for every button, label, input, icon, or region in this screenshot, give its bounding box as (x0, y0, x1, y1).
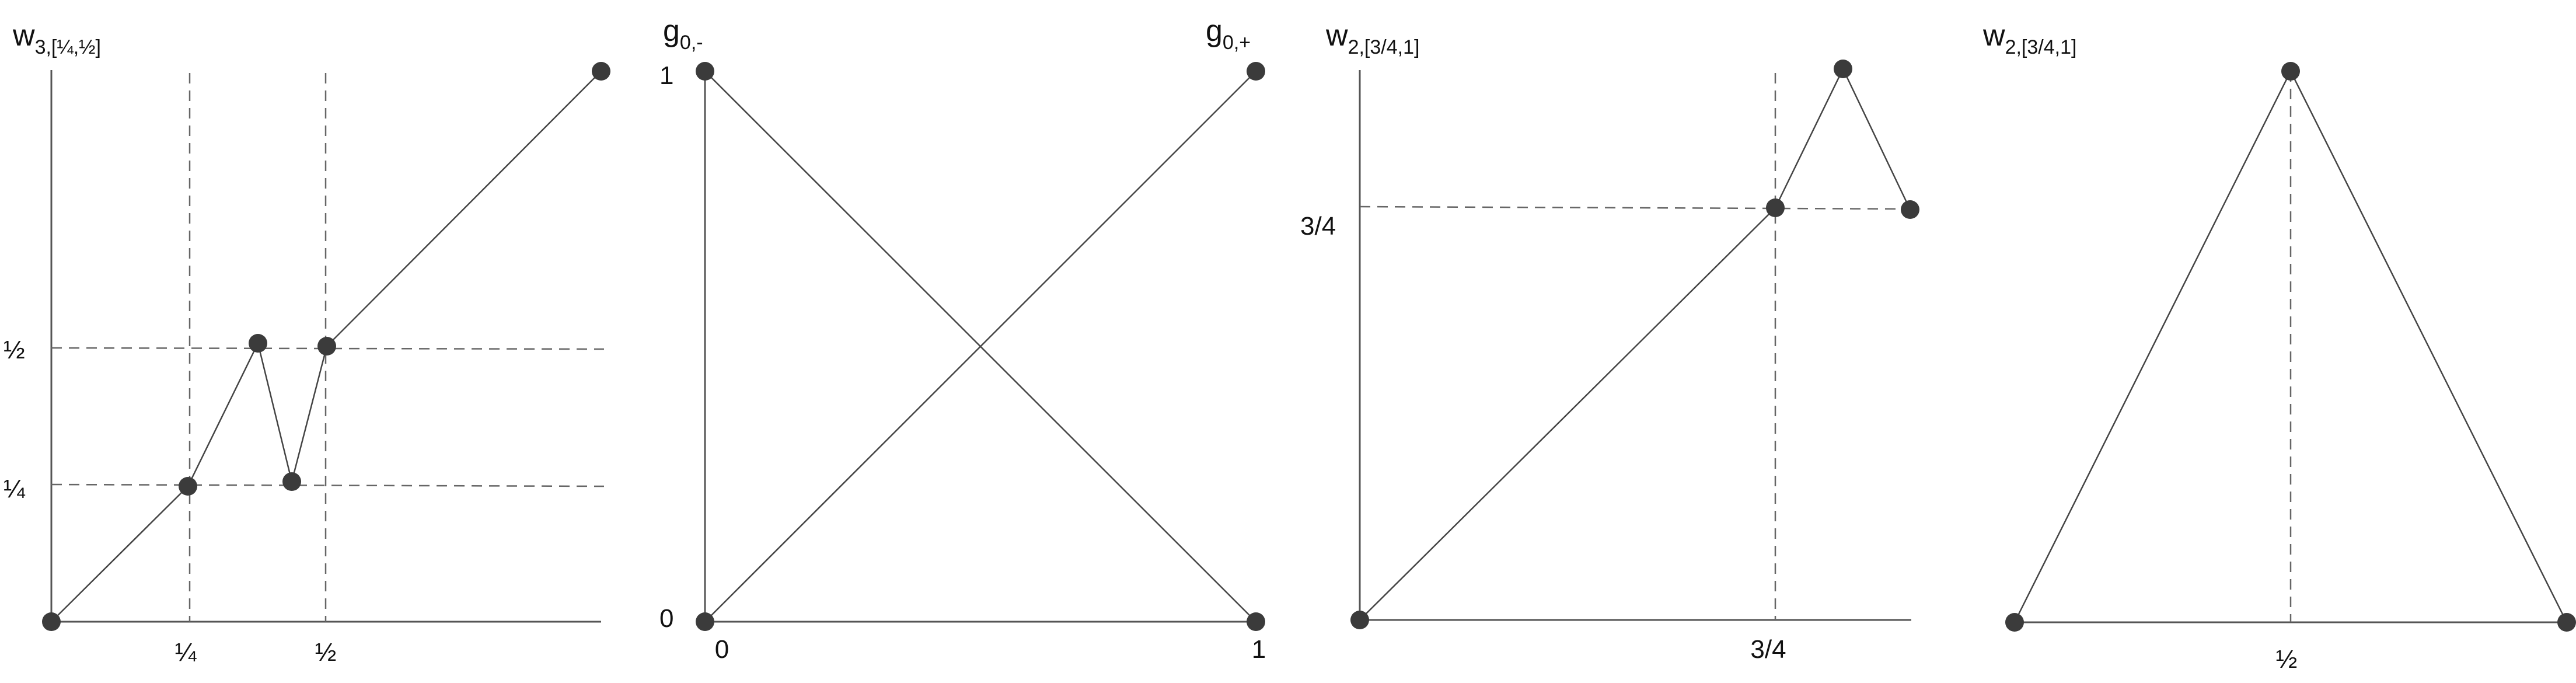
panel-w3: w3,[¼,½] ½ ¼ ¼ ½ (4, 19, 610, 667)
panel-w2-b: w2,[3/4,1] ½ (1982, 19, 2576, 674)
panel-w3-point-quarter (179, 477, 197, 496)
panel-w3-point-top (592, 62, 610, 81)
panel-w3-hline-half (51, 347, 605, 350)
panel-w3-point-valley (282, 472, 301, 491)
panel-w2-b-graph-line (2013, 69, 2568, 623)
panel-w2-b-x-tick: ½ (2276, 645, 2298, 674)
panel-g0-y-tick-0: 0 (659, 604, 673, 633)
panel-w2-a: w2,[3/4,1] 3/4 3/4 (1300, 19, 1919, 664)
panel-g0: g0,- g0,+ 1 0 0 1 (659, 14, 1266, 664)
panel-g0-y-tick-1: 1 (659, 61, 673, 90)
panel-w3-y-tick-quarter: ¼ (4, 475, 26, 503)
panel-w2-b-point-peak (2281, 62, 2300, 81)
panel-g0-point-top-right (1247, 62, 1265, 81)
panel-w3-y-tick-half: ½ (4, 336, 25, 364)
panel-w2-a-point-fixed (1766, 198, 1785, 217)
panel-g0-point-bottom-left (696, 612, 714, 631)
panel-w2-a-hline (1359, 205, 1912, 210)
panel-w2-a-graph-line (1359, 67, 1911, 621)
panel-w2-a-point-origin (1350, 611, 1369, 629)
panel-w3-graph-line (51, 71, 602, 622)
panel-w2-b-point-left (2005, 613, 2024, 632)
panel-g0-x-tick-1: 1 (1252, 635, 1266, 664)
panel-w3-x-tick-half: ½ (315, 638, 337, 667)
panel-g0-point-bottom-right (1247, 612, 1265, 631)
panel-w2-b-point-right (2557, 613, 2576, 632)
panel-w3-x-tick-quarter: ¼ (175, 638, 197, 667)
panel-w3-title: w3,[¼,½] (12, 19, 101, 58)
panel-g0-title-right: g0,+ (1206, 14, 1251, 54)
panel-w2-a-point-peak (1834, 60, 1852, 78)
panel-w3-point-peak (249, 334, 267, 353)
panel-w2-b-title: w2,[3/4,1] (1982, 19, 2076, 58)
panel-w2-a-title: w2,[3/4,1] (1325, 19, 1419, 58)
panel-g0-title-left: g0,- (663, 14, 703, 54)
panel-w2-a-x-tick: 3/4 (1750, 635, 1786, 664)
panel-g0-line-increasing (704, 71, 1256, 622)
panel-w2-a-y-tick: 3/4 (1300, 212, 1336, 241)
panel-w3-hline-quarter (51, 483, 605, 487)
panel-g0-point-top-left (696, 62, 714, 81)
panel-w3-point-origin (42, 612, 61, 631)
panel-g0-x-tick-0: 0 (715, 635, 729, 664)
panel-w3-point-half (317, 337, 336, 356)
panel-w2-a-point-end (1901, 200, 1919, 219)
